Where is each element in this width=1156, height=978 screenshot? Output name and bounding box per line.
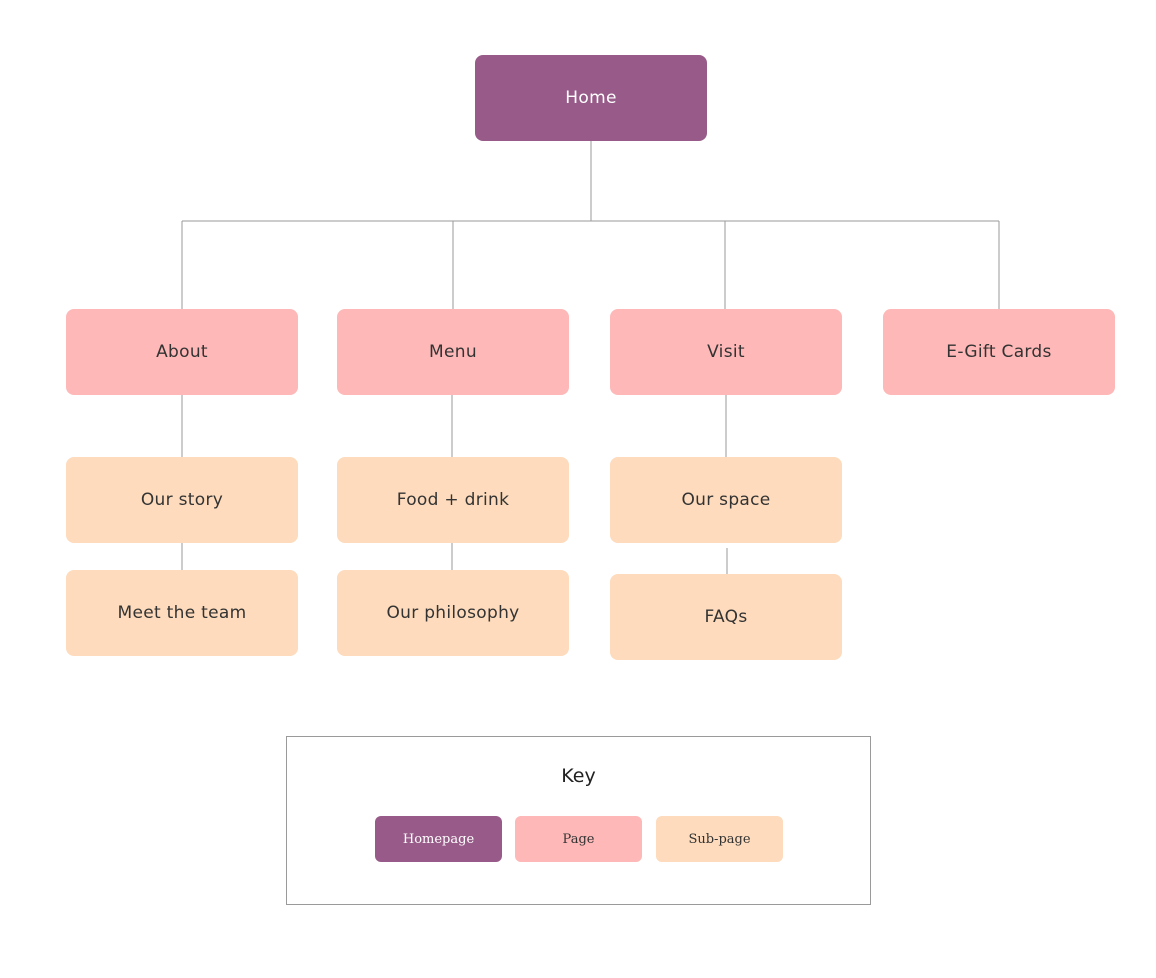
legend-label-page: Page: [562, 831, 595, 847]
page-label: About: [156, 342, 208, 362]
legend-swatch-subpage: Sub-page: [656, 816, 783, 862]
legend-label-subpage: Sub-page: [688, 831, 751, 847]
subpage-node-our-space: Our space: [610, 457, 842, 543]
page-node-visit: Visit: [610, 309, 842, 395]
subpage-node-our-philosophy: Our philosophy: [337, 570, 569, 656]
page-node-about: About: [66, 309, 298, 395]
subpage-node-meet-the-team: Meet the team: [66, 570, 298, 656]
home-label: Home: [565, 88, 617, 108]
legend-swatch-homepage: Homepage: [375, 816, 502, 862]
page-label: Menu: [429, 342, 477, 362]
home-node: Home: [475, 55, 707, 141]
legend-label-homepage: Homepage: [402, 831, 475, 847]
subpage-label: Our philosophy: [386, 603, 520, 623]
subpage-label: Our space: [681, 490, 771, 510]
subpage-label: Our story: [140, 490, 224, 510]
legend-title: Key: [561, 765, 596, 787]
legend-swatch-page: Page: [515, 816, 642, 862]
page-node-menu: Menu: [337, 309, 569, 395]
legend-key: Key Homepage Page Sub-page: [286, 736, 871, 905]
page-node-egift-cards: E-Gift Cards: [883, 309, 1115, 395]
page-label: E-Gift Cards: [946, 342, 1052, 362]
subpage-node-faqs: FAQs: [610, 574, 842, 660]
subpage-label: Meet the team: [117, 603, 247, 623]
subpage-label: FAQs: [704, 607, 748, 627]
subpage-node-food-drink: Food + drink: [337, 457, 569, 543]
subpage-label: Food + drink: [396, 490, 510, 510]
page-label: Visit: [707, 342, 745, 362]
subpage-node-our-story: Our story: [66, 457, 298, 543]
